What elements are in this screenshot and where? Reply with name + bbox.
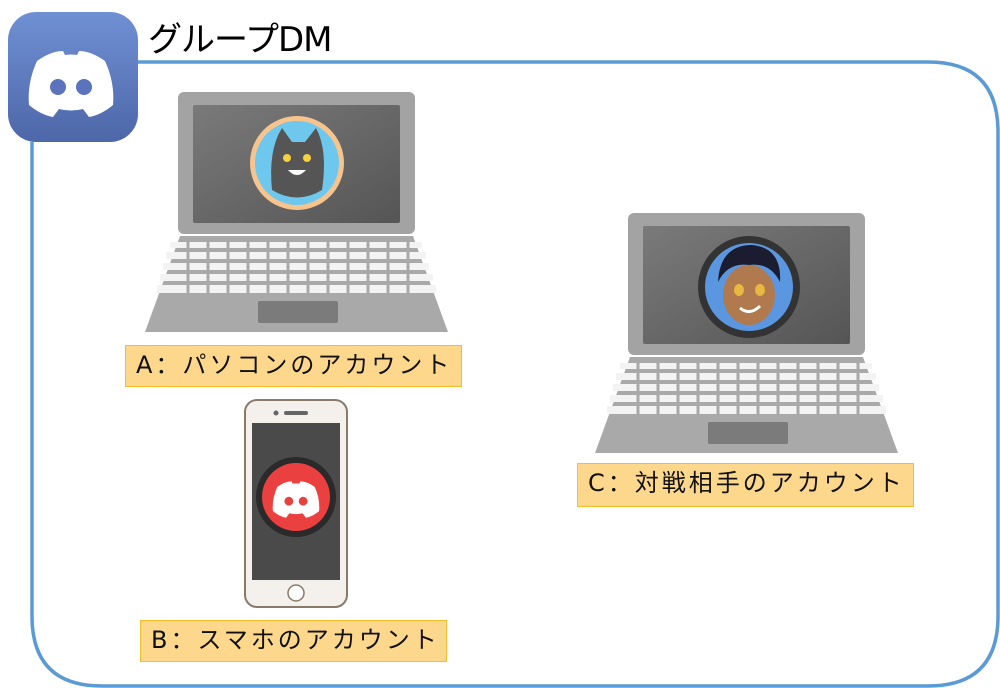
account-label-b: B：スマホのアカウント xyxy=(140,620,447,662)
account-label-c: C：対戦相手のアカウント xyxy=(577,463,914,507)
avatar-c xyxy=(698,236,800,338)
avatar-a xyxy=(250,116,344,210)
laptop-c xyxy=(593,211,900,455)
page-title: グループDM xyxy=(148,20,332,60)
group-dm-frame xyxy=(30,60,1000,688)
smartphone-b xyxy=(244,399,348,608)
discord-logo xyxy=(8,12,138,142)
laptop-a xyxy=(143,90,450,334)
account-label-a: A：パソコンのアカウント xyxy=(125,345,462,387)
